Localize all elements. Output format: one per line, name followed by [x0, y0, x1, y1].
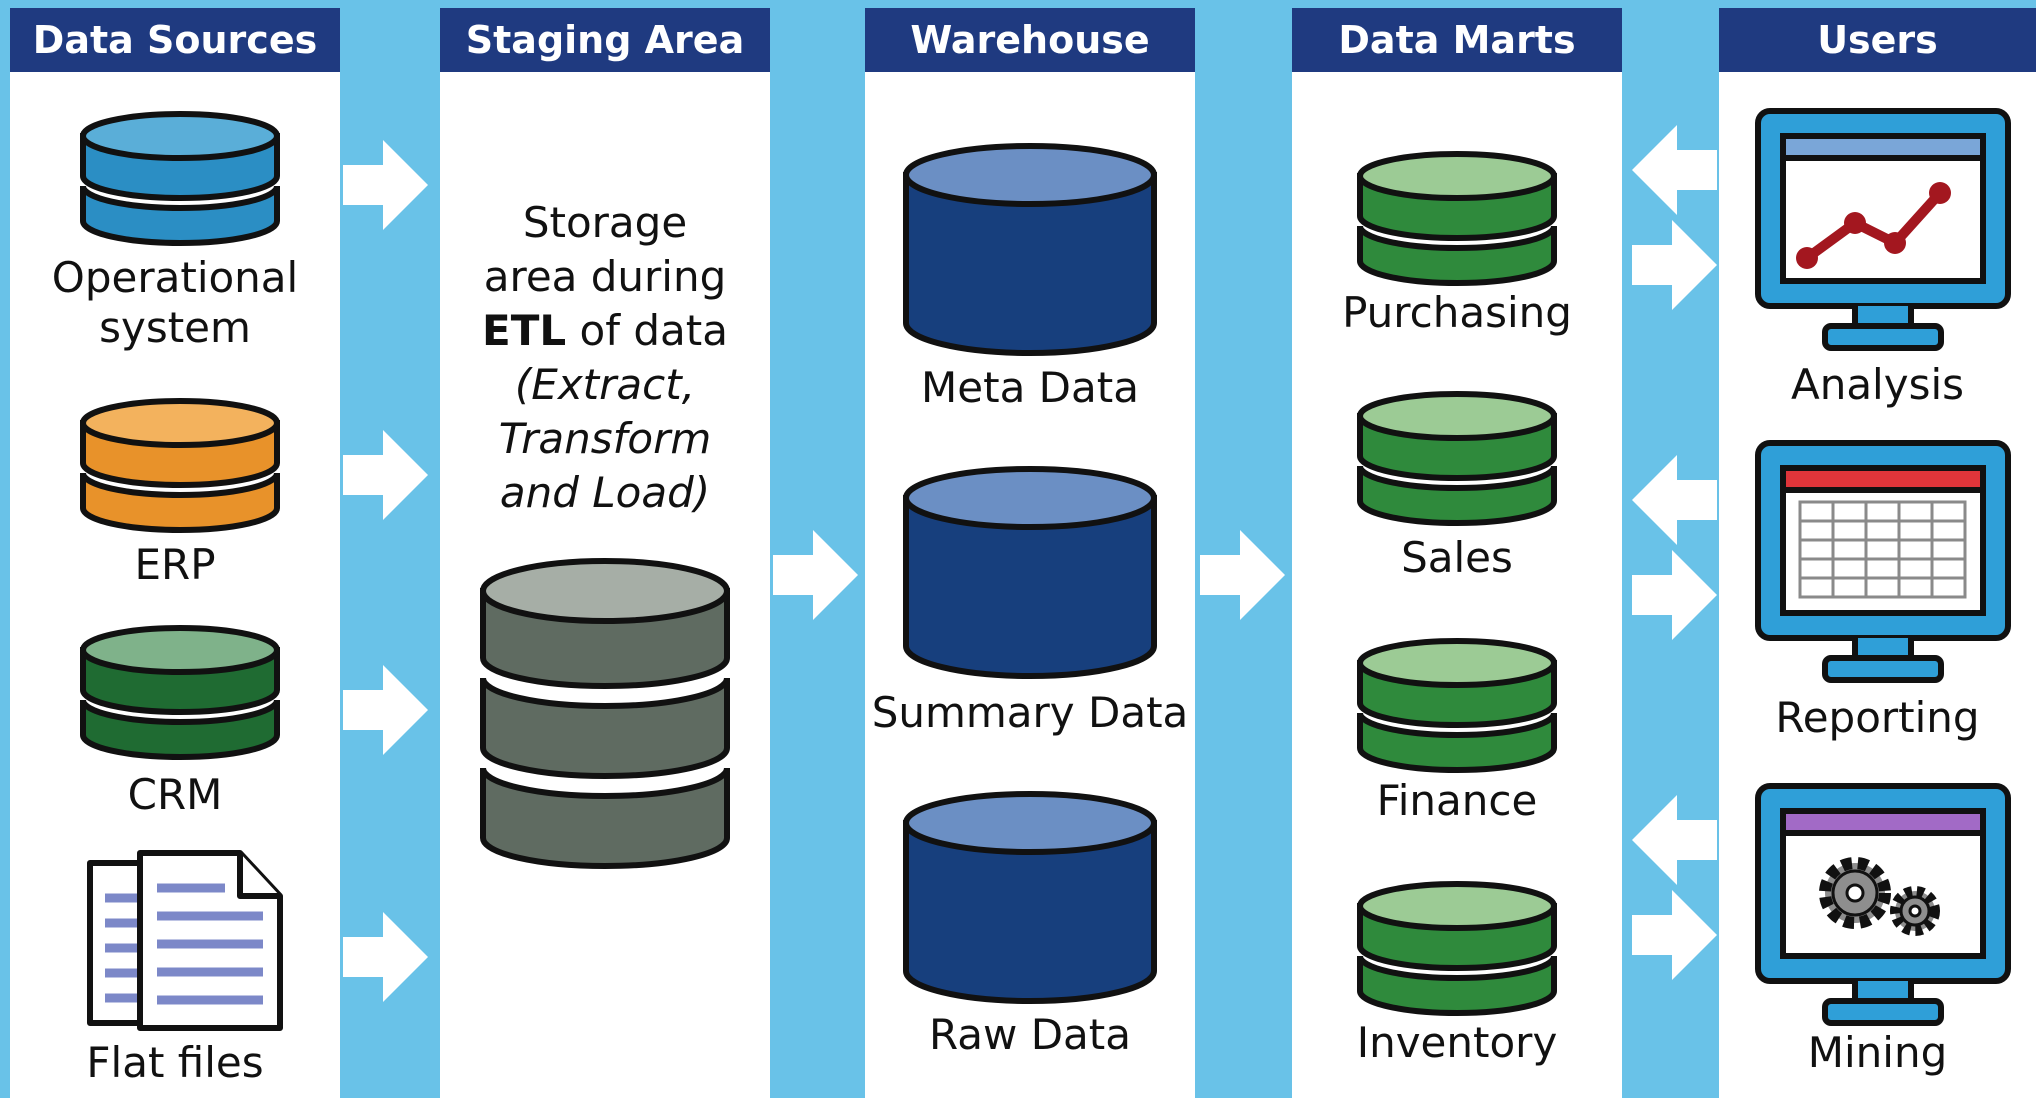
description-line: Storage — [522, 198, 688, 247]
etl-term: ETL — [482, 306, 567, 355]
arrow-right-icon — [1200, 530, 1285, 620]
warehouse-label-summary-data: Summary Data — [871, 688, 1189, 737]
description-line: ETL of data — [440, 304, 770, 358]
source-label-crm: CRM — [127, 770, 223, 819]
description-text: of data — [566, 306, 728, 355]
database-icon — [80, 111, 280, 246]
database-icon — [903, 791, 1157, 1004]
description-italic: (Extract, — [514, 360, 696, 409]
label-line: system — [99, 303, 251, 353]
description-line: and Load) — [440, 466, 770, 520]
column-staging-area: Staging Area Storage area during ETL of … — [440, 8, 770, 1098]
staging-description: Storage area during ETL of data (Extract… — [440, 196, 770, 520]
arrow-right-icon — [1632, 550, 1717, 640]
arrow-right-icon — [343, 912, 428, 1002]
arrow-right-icon — [1632, 890, 1717, 980]
arrow-right-icon — [773, 530, 858, 620]
arrow-right-icon — [343, 430, 428, 520]
database-icon — [1357, 881, 1557, 1016]
mart-label-inventory: Inventory — [1356, 1018, 1558, 1067]
column-header: Staging Area — [440, 8, 770, 72]
column-header: Data Sources — [10, 8, 340, 72]
warehouse-label-meta-data: Meta Data — [921, 363, 1139, 412]
column-warehouse: Warehouse Meta Data Summary Data Raw Dat… — [865, 8, 1195, 1098]
database-icon — [80, 625, 280, 760]
database-icon — [1357, 638, 1557, 773]
database-icon — [903, 466, 1157, 679]
database-icon — [1357, 391, 1557, 526]
column-header: Users — [1719, 8, 2036, 72]
source-label-erp: ERP — [134, 540, 216, 589]
mart-label-finance: Finance — [1376, 776, 1538, 825]
monitor-line-chart-icon — [1755, 108, 2011, 351]
database-icon — [1357, 151, 1557, 286]
arrow-right-icon — [1632, 220, 1717, 310]
description-line: Transform — [440, 412, 770, 466]
source-label-flat-files: Flat files — [86, 1038, 264, 1087]
arrow-left-icon — [1632, 795, 1717, 885]
column-header: Warehouse — [865, 8, 1195, 72]
arrow-right-icon — [343, 665, 428, 755]
database-icon — [80, 398, 280, 533]
mart-label-purchasing: Purchasing — [1342, 288, 1572, 337]
column-data-marts: Data Marts Purchasing Sales Fina — [1292, 8, 1622, 1098]
user-label-analysis: Analysis — [1790, 360, 1965, 409]
column-users: Users Analysis — [1719, 8, 2036, 1098]
description-italic: Transform — [498, 414, 712, 463]
arrow-left-icon — [1632, 125, 1717, 215]
monitor-gears-icon — [1755, 783, 2011, 1026]
user-label-reporting: Reporting — [1775, 693, 1980, 742]
user-label-mining: Mining — [1807, 1028, 1948, 1077]
database-icon — [903, 143, 1157, 356]
description-italic: and Load) — [499, 468, 711, 517]
description-line: area during — [483, 252, 727, 301]
description-line: (Extract, — [440, 358, 770, 412]
monitor-table-icon — [1755, 440, 2011, 683]
column-header: Data Marts — [1292, 8, 1622, 72]
document-stack-icon — [87, 850, 283, 1031]
column-data-sources: Data Sources Operational system ERP — [10, 8, 340, 1098]
arrow-right-icon — [343, 140, 428, 230]
mart-label-sales: Sales — [1401, 533, 1513, 582]
database-icon — [480, 558, 730, 869]
source-label-operational: Operational system — [10, 253, 340, 354]
warehouse-label-raw-data: Raw Data — [929, 1010, 1131, 1059]
arrow-left-icon — [1632, 455, 1717, 545]
label-line: Operational — [51, 253, 299, 302]
